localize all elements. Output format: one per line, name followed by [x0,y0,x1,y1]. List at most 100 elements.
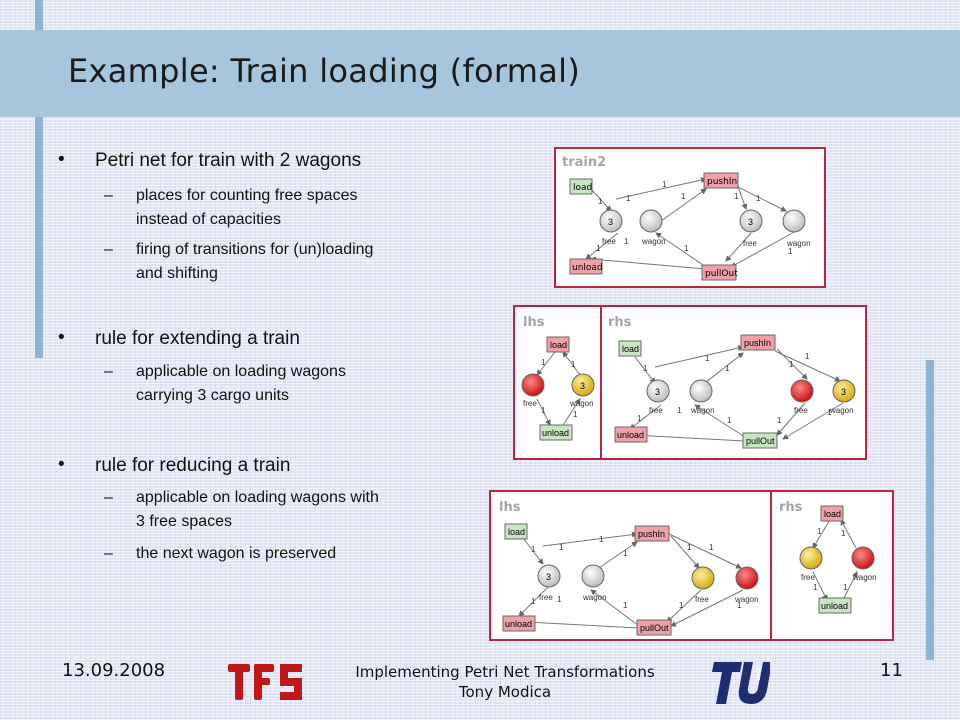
svg-text:pushIn: pushIn [707,177,737,187]
svg-text:1: 1 [727,416,732,425]
bullet-text: Petri net for train with 2 wagons [95,150,362,171]
svg-text:load: load [573,183,592,193]
svg-text:1: 1 [643,364,648,373]
svg-text:1: 1 [681,192,686,201]
lhs-transition-load: load [504,523,528,540]
lhs-place-free: 3 free [537,564,561,602]
svg-text:1: 1 [571,360,576,369]
svg-text:1: 1 [662,180,667,189]
svg-text:1: 1 [805,352,810,361]
svg-text:3: 3 [655,387,660,397]
svg-text:1: 1 [777,416,782,425]
svg-text:unload: unload [505,619,532,629]
svg-text:1: 1 [756,194,761,203]
sub-bullet-text: 3 free spaces [136,513,233,530]
svg-text:3: 3 [580,381,585,391]
svg-text:1: 1 [841,529,846,538]
place-free: 3 free [599,209,623,246]
footer-talk-title: Implementing Petri Net Transformations [355,663,655,681]
rhs-transition-unload: unload [614,426,648,443]
sub-bullet-text: instead of capacities [136,211,281,228]
svg-text:free: free [794,406,808,415]
svg-text:unload: unload [617,430,644,440]
lhs-place-wagon: wagon [581,564,607,602]
sub-bullet-dash: – [104,363,113,380]
svg-text:1: 1 [684,244,689,253]
svg-text:load: load [824,509,841,519]
extend-rule-panel: lhs rhs load [513,305,867,460]
svg-text:free: free [602,237,616,246]
footer-date: 13.09.2008 [62,660,166,681]
lhs-rhs-divider [770,492,772,639]
footer-center: Implementing Petri Net Transformations T… [330,662,680,702]
svg-text:wagon: wagon [734,595,759,604]
place-wagon: wagon [782,209,811,248]
svg-text:1: 1 [559,543,564,552]
svg-text:1: 1 [557,595,562,604]
rhs-place-free: 3 free [646,379,670,415]
bullet-dot: • [58,149,65,170]
svg-text:1: 1 [843,583,848,592]
svg-text:free: free [801,573,815,582]
lhs-label: lhs [523,315,545,330]
lhs-transition-pushin: pushIn [634,525,670,542]
svg-text:load: load [550,340,567,350]
transition-load: load [569,178,593,195]
svg-text:3: 3 [546,572,551,582]
svg-text:wagon: wagon [852,573,877,582]
sub-bullet-dash: – [104,241,113,258]
svg-text:1: 1 [623,601,628,610]
svg-text:1: 1 [624,237,629,246]
lhs-place-free: free [521,373,545,408]
sub-bullet-text: applicable on loading wagons [136,363,346,380]
petri-net-diagram: load pushIn unload pullOut 3 free wagon … [569,172,811,281]
svg-text:wagon: wagon [690,406,715,415]
svg-text:1: 1 [737,601,742,610]
svg-text:pushIn: pushIn [638,529,665,539]
petri-net-diagram: load pushIn unload pullOut 3 free wagon … [502,505,877,636]
rhs-place-free-yellow: free [799,546,823,582]
rhs-label: rhs [608,315,632,330]
svg-text:1: 1 [541,406,546,415]
sub-bullet-dash: – [104,545,113,562]
svg-text:free: free [649,406,663,415]
svg-text:1: 1 [705,354,710,363]
svg-text:1: 1 [623,549,628,558]
lhs-transition-load: load [546,336,570,353]
lhs-rhs-divider [600,307,602,458]
svg-text:wagon: wagon [641,237,666,246]
svg-text:1: 1 [599,535,604,544]
rhs-arc-weights: 1 1 1 1 [813,527,848,592]
sub-bullet-text: places for counting free spaces [136,187,358,204]
svg-text:1: 1 [531,545,536,554]
arc-weights: 1 1 1 1 1 1 1 1 1 1 1 [531,535,742,610]
svg-text:pullOut: pullOut [746,436,775,446]
svg-text:1: 1 [827,408,832,417]
tfs-logo [228,664,302,700]
svg-text:1: 1 [573,410,578,419]
svg-text:1: 1 [817,527,822,536]
svg-text:3: 3 [748,217,753,227]
rhs-place-wagon-yellow: 3 wagon [829,379,856,415]
transition-pushin: pushIn [703,172,739,189]
svg-text:load: load [508,527,525,537]
svg-text:unload: unload [821,601,848,611]
rhs-transition-pushin: pushIn [740,334,776,351]
sub-bullet-text: the next wagon is preserved [136,545,337,562]
svg-text:1: 1 [626,194,631,203]
tu-berlin-logo: berlin [712,662,770,704]
svg-text:1: 1 [789,360,794,369]
footer-author: Tony Modica [458,683,552,701]
svg-text:free: free [743,239,757,248]
rhs-label: rhs [779,500,803,515]
svg-text:wagon: wagon [582,593,607,602]
train2-net-panel: train2 load pushIn unload [554,147,826,288]
rhs-transition-pullout: pullOut [742,432,778,449]
bullet-dot: • [58,454,65,475]
rhs-transition-load: load [618,340,642,357]
sub-bullet-dash: – [104,489,113,506]
sub-bullet-text: applicable on loading wagons with [136,489,379,506]
transition-pullout: pullOut [701,264,738,281]
lhs-transition-pullout: pullOut [636,619,672,636]
svg-text:wagon: wagon [786,239,811,248]
